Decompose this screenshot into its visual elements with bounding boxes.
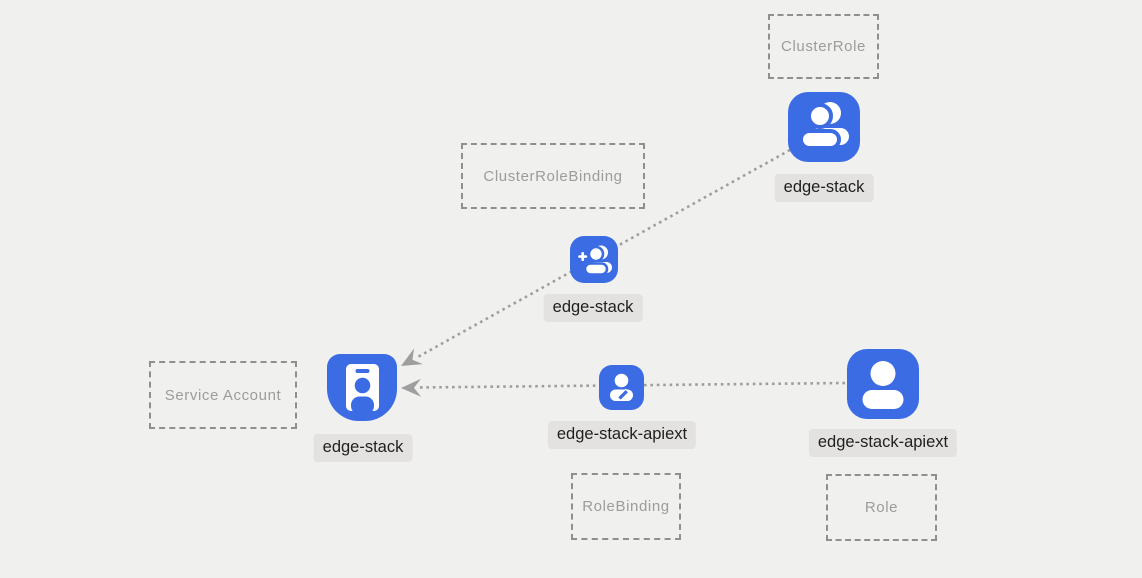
node-serviceaccount-edge-stack[interactable] <box>327 354 397 421</box>
user-edit-icon <box>610 373 633 401</box>
node-name-label: edge-stack <box>774 174 874 202</box>
node-role-edge-stack-apiext[interactable] <box>847 349 919 419</box>
node-name-label: edge-stack <box>543 294 643 322</box>
type-box-label: Role <box>864 499 899 516</box>
type-box-rolebinding: RoleBinding <box>571 473 681 540</box>
type-box-serviceaccount: Service Account <box>149 361 297 429</box>
user-icon <box>862 361 904 409</box>
node-clusterrolebinding-edge-stack[interactable] <box>570 236 618 283</box>
type-box-clusterrole: ClusterRole <box>768 14 879 79</box>
node-name-label: edge-stack-apiext <box>547 421 697 449</box>
type-box-label: ClusterRole <box>781 38 866 55</box>
arrowhead-icon <box>401 378 422 397</box>
type-box-clusterrolebinding: ClusterRoleBinding <box>461 143 645 209</box>
type-box-label: RoleBinding <box>582 498 670 515</box>
edge-clusterrole-to-serviceaccount <box>401 148 791 366</box>
type-box-label: ClusterRoleBinding <box>483 167 623 185</box>
node-rolebinding-edge-stack-apiext[interactable] <box>599 365 644 410</box>
node-name-label: edge-stack-apiext <box>808 429 958 457</box>
node-clusterrole-edge-stack[interactable] <box>788 92 860 162</box>
node-name-label: edge-stack <box>313 434 413 462</box>
id-badge-icon <box>346 364 379 411</box>
user-plus-icon <box>578 245 612 276</box>
users-icon <box>799 102 849 150</box>
arrowhead-icon <box>401 348 423 366</box>
type-box-label: Service Account <box>164 386 282 404</box>
type-box-role: Role <box>826 474 937 541</box>
